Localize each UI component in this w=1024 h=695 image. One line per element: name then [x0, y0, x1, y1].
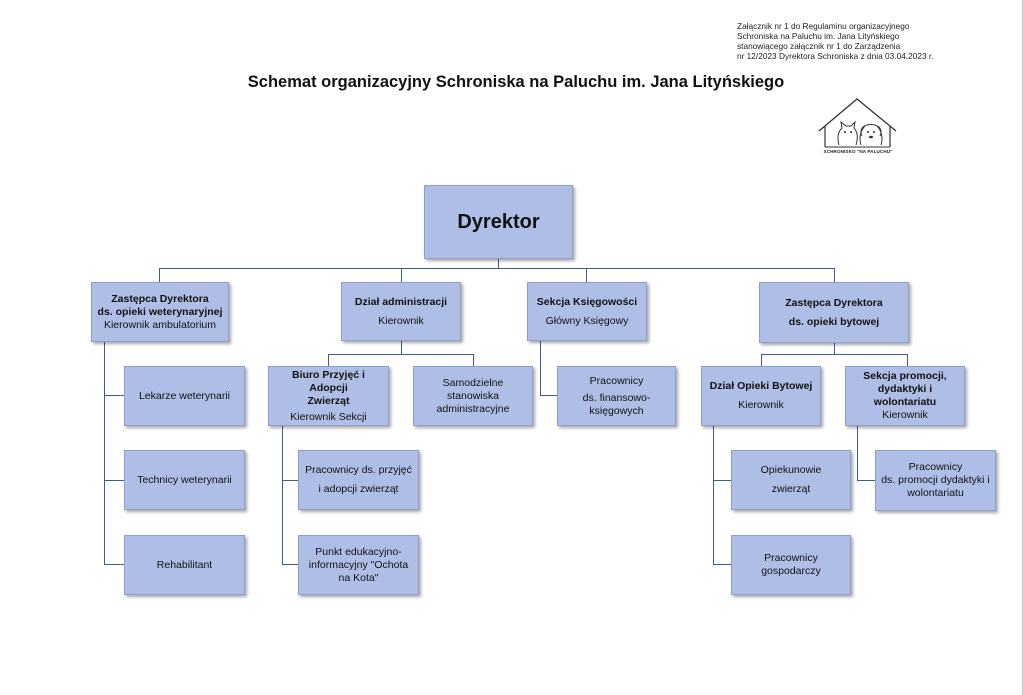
- node-label: Zastępca Dyrektora: [785, 296, 883, 309]
- connector-line: [328, 354, 474, 355]
- node-label: Dział administracji: [354, 295, 448, 308]
- node-label: Pracownicy: [589, 374, 644, 387]
- node-label: Pracownicy: [908, 461, 963, 473]
- node-adoption-staff: Pracownicy ds. przyjęć i adopcji zwierzą…: [298, 450, 419, 510]
- node-accounting: Sekcja Księgowości Główny Księgowy: [527, 282, 647, 341]
- connector-line: [857, 480, 875, 481]
- connector-line: [282, 426, 283, 565]
- connector-line: [540, 341, 541, 396]
- node-label: stanowiska: [447, 389, 499, 402]
- node-care-dept: Dział Opieki Bytowej Kierownik: [701, 366, 821, 426]
- chart-title: Schemat organizacyjny Schroniska na Palu…: [247, 73, 785, 91]
- connector-line: [907, 354, 908, 366]
- node-adoption-office: Biuro Przyjęć i Adopcji Zwierząt Kierown…: [268, 366, 389, 426]
- node-label: dydaktyki i: [877, 383, 933, 395]
- node-label: Zastępca Dyrektora: [111, 292, 209, 305]
- node-label: zwierząt: [771, 483, 811, 495]
- node-label: i adopcji zwierząt: [318, 483, 399, 495]
- connector-line: [498, 259, 499, 269]
- connector-line: [713, 426, 714, 565]
- connector-line: [761, 354, 762, 366]
- connector-line: [282, 564, 298, 565]
- node-animal-carers: Opiekunowie zwierząt: [731, 450, 851, 510]
- node-label: Kierownik: [738, 399, 784, 411]
- node-label: Kierownik ambulatorium: [103, 318, 217, 331]
- node-deputy-living: Zastępca Dyrektora ds. opieki bytowej: [759, 282, 909, 343]
- connector-line: [713, 480, 731, 481]
- node-education-point: Punkt edukacyjno- informacyjny "Ochota n…: [298, 535, 419, 595]
- attachment-note: Załącznik nr 1 do Regulaminu organizacyj…: [737, 21, 997, 61]
- connector-line: [104, 342, 105, 565]
- node-label: gospodarczy: [761, 565, 821, 577]
- node-vet-techs: Technicy weterynarii: [124, 450, 245, 510]
- node-label: Pracownicy ds. przyjęć: [305, 464, 412, 476]
- node-label: księgowych: [589, 404, 644, 417]
- node-label: Lekarze weterynarii: [138, 389, 231, 402]
- node-label: wolontariatu: [907, 487, 964, 499]
- node-label: informacyjny "Ochota: [308, 558, 409, 571]
- connector-line: [159, 268, 835, 269]
- connector-line: [401, 341, 402, 355]
- connector-line: [159, 268, 160, 282]
- connector-line: [761, 354, 908, 355]
- logo-text: SCHRONISKO "NA PALUCHU": [823, 149, 893, 154]
- connector-line: [282, 480, 298, 481]
- connector-line: [104, 395, 124, 396]
- node-label: ds. promocji dydaktyki i: [881, 474, 990, 486]
- node-label: Dział Opieki Bytowej: [709, 380, 813, 392]
- node-label: ds. finansowo-: [582, 391, 651, 404]
- node-label: wolontariatu: [873, 396, 937, 408]
- node-rehab: Rehabilitant: [124, 535, 245, 595]
- node-label: Rehabilitant: [156, 558, 213, 571]
- connector-line: [540, 395, 557, 396]
- node-independent-posts: Samodzielne stanowiska administracyjne: [413, 366, 533, 426]
- note-line: Schroniska na Paluchu im. Jana Lityńskie…: [737, 31, 900, 41]
- note-line: stanowiącego załącznik nr 1 do Zarządzen…: [737, 41, 901, 51]
- node-label: administracyjne: [436, 402, 510, 415]
- note-line: nr 12/2023 Dyrektora Schroniska z dnia 0…: [737, 51, 934, 61]
- node-label: Samodzielne: [442, 376, 504, 389]
- node-label: Kierownik: [882, 409, 928, 421]
- node-label: Opiekunowie: [760, 464, 822, 476]
- node-label: ds. opieki bytowej: [788, 315, 880, 328]
- connector-line: [104, 480, 124, 481]
- connector-line: [328, 354, 329, 366]
- node-vets: Lekarze weterynarii: [124, 366, 245, 426]
- node-label: Główny Księgowy: [545, 314, 629, 327]
- node-deputy-vet: Zastępca Dyrektora ds. opieki weterynary…: [91, 282, 229, 342]
- connector-line: [473, 354, 474, 366]
- node-finance-staff: Pracownicy ds. finansowo- księgowych: [557, 366, 676, 426]
- node-label: Sekcja promocji,: [863, 370, 947, 382]
- node-label: na Kota": [338, 571, 379, 584]
- node-label: Pracownicy: [764, 552, 818, 564]
- node-label: Kierownik Sekcji: [290, 410, 367, 423]
- note-line: Załącznik nr 1 do Regulaminu organizacyj…: [737, 21, 910, 31]
- connector-line: [713, 564, 731, 565]
- node-label: Punkt edukacyjno-: [315, 545, 402, 558]
- node-label: Biuro Przyjęć i Adopcji: [292, 368, 365, 394]
- connector-line: [401, 268, 402, 282]
- shelter-house-icon: [818, 98, 897, 148]
- connector-line: [834, 268, 835, 282]
- node-promo-section: Sekcja promocji, dydaktyki i wolontariat…: [845, 366, 965, 426]
- connector-line: [104, 564, 124, 565]
- node-maintenance-staff: Pracownicy gospodarczy: [731, 535, 851, 595]
- node-label: Technicy weterynarii: [137, 473, 232, 486]
- node-label: Zwierząt: [307, 394, 350, 407]
- node-label: ds. opieki weterynaryjnej: [97, 305, 223, 318]
- connector-line: [857, 426, 858, 481]
- node-director-title: Dyrektor: [457, 211, 540, 233]
- node-label: Sekcja Księgowości: [536, 295, 638, 308]
- node-label: Kierownik: [378, 314, 424, 327]
- node-director: Dyrektor: [424, 185, 573, 259]
- node-admin: Dział administracji Kierownik: [341, 282, 461, 341]
- node-promo-staff: Pracownicy ds. promocji dydaktyki i wolo…: [875, 450, 996, 511]
- connector-line: [586, 268, 587, 282]
- connector-line: [834, 343, 835, 355]
